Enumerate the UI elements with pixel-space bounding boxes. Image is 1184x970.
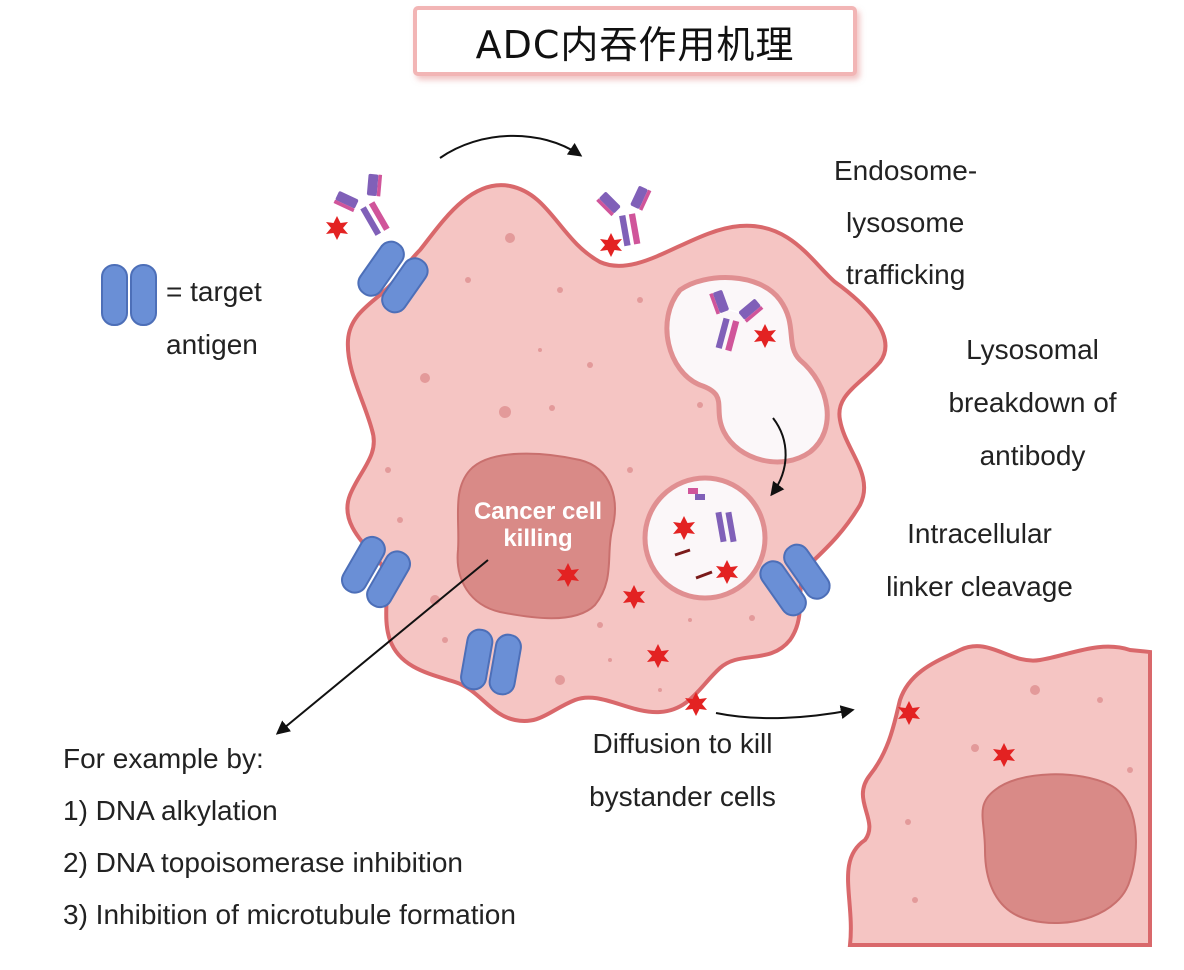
payload-star <box>326 216 348 240</box>
payload-star <box>600 233 622 257</box>
label-text: bystander cells <box>589 781 776 812</box>
bystander-nucleus <box>981 773 1137 924</box>
examples-list: For example by: 1) DNA alkylation 2) DNA… <box>63 733 516 941</box>
label-text: antibody <box>979 440 1086 471</box>
label-text: Lysosomal <box>966 334 1099 365</box>
label-text: lysosome <box>846 207 965 238</box>
lysosome-contents <box>673 488 738 584</box>
list-item: 1) DNA alkylation <box>63 795 278 826</box>
label-text: killing <box>503 525 573 552</box>
label-text: trafficking <box>846 259 966 290</box>
endosome <box>664 275 830 465</box>
label-text: Diffusion to kill <box>592 728 773 759</box>
label-cancer-cell-killing: Cancer cell killing <box>448 498 628 552</box>
label-text: linker cleavage <box>886 571 1073 602</box>
label-text: breakdown of <box>948 387 1117 418</box>
label-text: Intracellular <box>907 518 1052 549</box>
target-antigen-icon <box>101 264 157 326</box>
legend-line-2: antigen <box>166 329 258 360</box>
label-text: Endosome- <box>834 155 978 186</box>
label-diffusion: Diffusion to kill bystander cells <box>565 717 800 823</box>
cell-speckles <box>385 233 755 692</box>
label-endosome-trafficking: Endosome- lysosome trafficking <box>834 145 977 301</box>
arrow-endosome-to-lysosome <box>770 417 787 497</box>
label-text: Cancer cell <box>473 498 603 525</box>
label-lysosomal-breakdown: Lysosomal breakdown of antibody <box>925 323 1140 482</box>
arrow-diffusion <box>715 705 855 720</box>
arrow-internalization <box>439 134 583 159</box>
legend-line-1: = target <box>166 276 262 307</box>
list-item: 3) Inhibition of microtubule formation <box>63 899 516 930</box>
arrow-to-examples <box>275 559 489 735</box>
examples-heading: For example by: <box>63 743 264 774</box>
label-linker-cleavage: Intracellular linker cleavage <box>862 507 1097 613</box>
adc-antibody-bound <box>329 167 408 247</box>
legend-label: = target antigen <box>166 265 262 371</box>
page-title: ADC内吞作用机理 <box>475 22 795 67</box>
list-item: 2) DNA topoisomerase inhibition <box>63 847 463 878</box>
title-box: ADC内吞作用机理 <box>413 6 857 76</box>
